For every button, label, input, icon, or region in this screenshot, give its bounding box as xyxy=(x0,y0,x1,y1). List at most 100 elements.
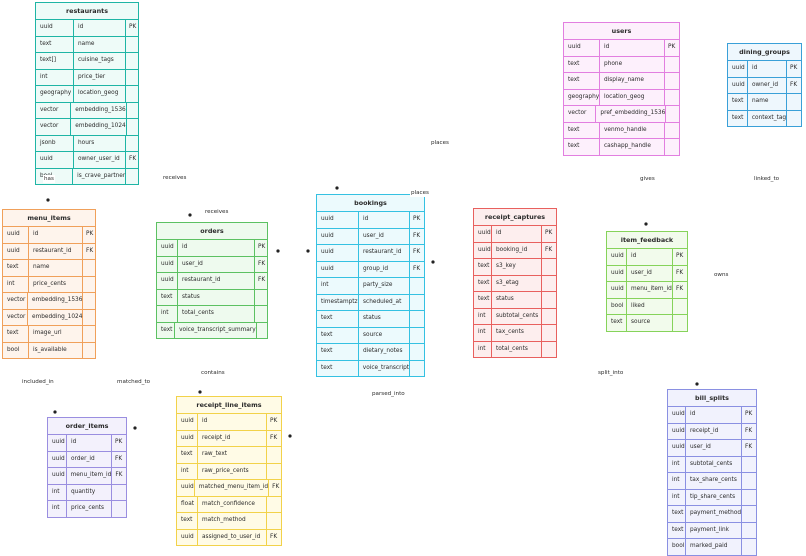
connector-dot xyxy=(53,410,57,414)
field-key xyxy=(126,169,138,185)
table-title: menu_items xyxy=(3,210,95,227)
field-name: display_name xyxy=(600,73,665,89)
field-type: uuid xyxy=(474,242,492,258)
field-type: uuid xyxy=(177,430,198,446)
field-type: uuid xyxy=(48,468,67,484)
field-type: uuid xyxy=(607,249,627,265)
field-key: PK xyxy=(115,439,123,445)
field-type: vector xyxy=(36,119,72,135)
connector-dot xyxy=(276,249,280,253)
field-name: id xyxy=(359,212,410,228)
field-name: is_crave_partner xyxy=(73,168,127,184)
field-name: context_tag xyxy=(748,110,788,126)
field-name: hours xyxy=(74,135,126,151)
field-name: embedding_1536 xyxy=(71,102,127,118)
field-type: text xyxy=(474,259,492,275)
relationship-label-receives: receives xyxy=(162,174,188,182)
connector-dot xyxy=(46,198,50,202)
field-type: uuid xyxy=(157,240,178,256)
field-name: restaurant_id xyxy=(178,273,255,289)
field-type: uuid xyxy=(317,228,359,244)
field-type: uuid xyxy=(564,40,600,56)
table-title: receipt_line_items xyxy=(177,397,281,414)
field-key xyxy=(255,306,267,322)
table-title: restaurants xyxy=(36,3,138,20)
field-type: uuid xyxy=(668,423,686,439)
table-title: bill_splits xyxy=(668,390,756,407)
field-name: raw_price_cents xyxy=(198,463,267,479)
field-type: text xyxy=(668,522,686,538)
field-name: menu_item_id xyxy=(67,468,113,484)
field-type: int xyxy=(177,463,198,479)
field-key xyxy=(742,506,756,522)
connector-dot xyxy=(644,222,648,226)
field-name: dietary_notes xyxy=(359,344,410,360)
field-type: uuid xyxy=(48,451,67,467)
field-type: text xyxy=(317,344,359,360)
field-type: text xyxy=(317,311,359,327)
relationship-line-split-into xyxy=(556,339,691,385)
field-name: user_id xyxy=(686,440,742,456)
field-name: group_id xyxy=(359,261,410,277)
field-key: PK xyxy=(668,44,676,50)
field-name: s3_key xyxy=(492,259,542,275)
field-type: uuid xyxy=(177,529,198,545)
field-name: tip_share_cents xyxy=(686,489,742,505)
field-type: uuid xyxy=(317,261,359,277)
field-name: matched_menu_item_id xyxy=(195,480,270,496)
field-type: text xyxy=(3,326,29,342)
field-key: PK xyxy=(790,65,798,71)
field-type: uuid xyxy=(668,407,686,423)
field-key xyxy=(742,473,756,489)
field-name: scheduled_at xyxy=(359,294,410,310)
field-name: payment_link xyxy=(686,522,742,538)
field-key: FK xyxy=(413,249,421,255)
field-name: id xyxy=(748,61,787,77)
field-type: text xyxy=(668,506,686,522)
field-key: FK xyxy=(115,455,123,462)
table-title: receipt_captures xyxy=(474,209,556,226)
field-key: PK xyxy=(745,411,753,417)
field-key: FK xyxy=(545,246,553,253)
field-key: FK xyxy=(745,444,753,450)
field-type: uuid xyxy=(474,226,492,242)
field-key xyxy=(127,119,138,135)
field-key: PK xyxy=(413,216,421,222)
field-type: text xyxy=(564,56,600,72)
field-type: uuid xyxy=(668,440,686,456)
field-name: tax_cents xyxy=(492,325,542,341)
field-name: price_tier xyxy=(74,69,126,85)
field-type: int xyxy=(48,484,67,500)
field-name: id xyxy=(178,240,255,256)
connector-dot xyxy=(431,260,435,264)
field-type: text xyxy=(728,94,748,110)
field-type: int xyxy=(3,276,29,292)
field-name: owner_id xyxy=(748,77,787,93)
field-key xyxy=(542,309,556,325)
field-key xyxy=(257,323,267,339)
field-name: subtotal_cents xyxy=(492,308,542,324)
field-type: int xyxy=(668,489,686,505)
field-key xyxy=(126,53,138,69)
table-title: dining_groups xyxy=(728,44,801,61)
field-name: subtotal_cents xyxy=(686,456,742,472)
field-name: status xyxy=(492,292,542,308)
field-name: id xyxy=(600,40,665,56)
